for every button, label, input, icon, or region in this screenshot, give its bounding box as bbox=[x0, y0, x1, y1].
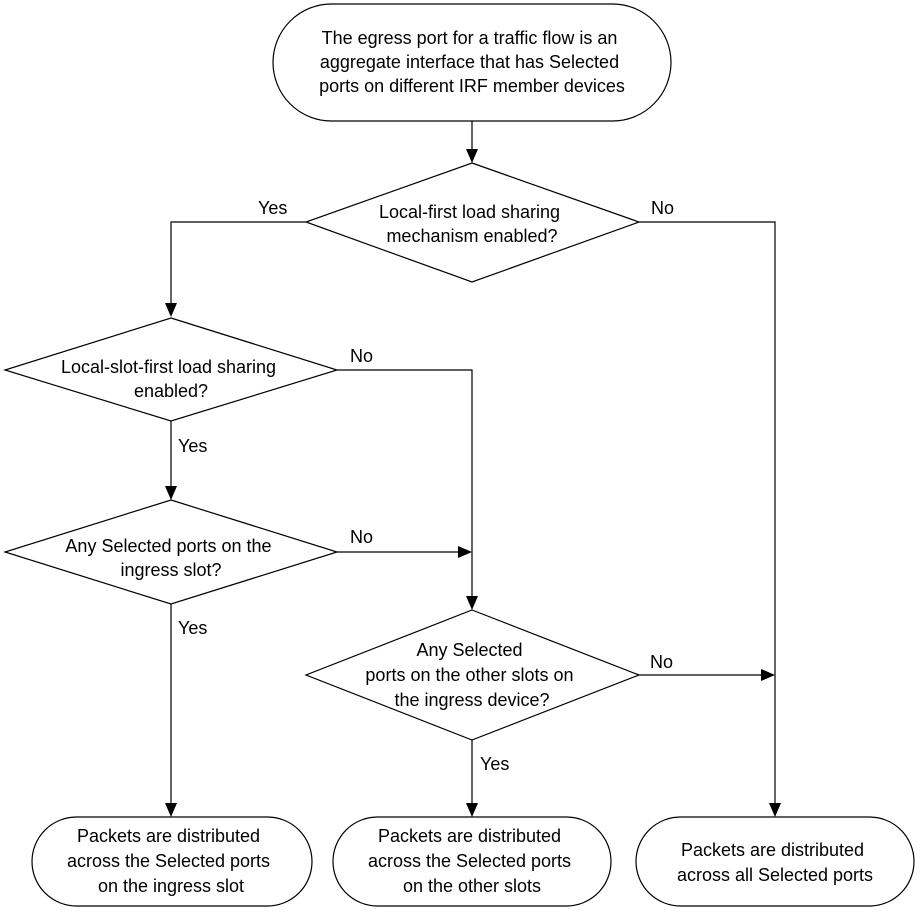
edge-local-slot-first-no bbox=[337, 369, 473, 596]
node-texts: The egress port for a traffic flow is an… bbox=[61, 28, 873, 896]
end-all-ports-line-1: Packets are distributed bbox=[681, 840, 864, 860]
label-local-slot-first-yes: Yes bbox=[178, 436, 207, 456]
end-other-slots-text: Packets are distributed across the Selec… bbox=[368, 826, 576, 896]
label-other-slots-no: No bbox=[650, 652, 673, 672]
end-ingress-slot-line-3: on the ingress slot bbox=[98, 876, 244, 896]
edge-labels: Yes No No Yes No Yes No Yes bbox=[178, 198, 674, 774]
label-ingress-slot-yes: Yes bbox=[178, 618, 207, 638]
start-text: The egress port for a traffic flow is an… bbox=[319, 28, 625, 96]
label-other-slots-yes: Yes bbox=[480, 754, 509, 774]
end-other-slots-line-3: on the other slots bbox=[403, 876, 541, 896]
arrow-into-local-slot-first bbox=[165, 303, 177, 317]
ingress-slot-text: Any Selected ports on the ingress slot? bbox=[65, 536, 276, 580]
other-slots-line-2: ports on the other slots on bbox=[365, 665, 573, 685]
edge-local-first-yes bbox=[170, 221, 306, 303]
arrow-into-other-slots bbox=[466, 596, 478, 610]
decision-other-slots-diamond bbox=[304, 609, 641, 741]
other-slots-line-1: Any Selected bbox=[416, 640, 522, 660]
arrow-into-local-first bbox=[466, 149, 478, 163]
arrow-other-slots-no bbox=[761, 669, 775, 681]
label-local-first-yes: Yes bbox=[258, 198, 287, 218]
local-first-line-1: Local-first load sharing bbox=[379, 202, 560, 222]
local-slot-first-line-2: enabled? bbox=[134, 381, 208, 401]
end-ingress-slot-line-2: across the Selected ports bbox=[67, 851, 270, 871]
other-slots-text: Any Selected ports on the other slots on… bbox=[365, 640, 578, 710]
arrow-into-end-other-slots bbox=[466, 803, 478, 817]
decision-local-slot-first-diamond bbox=[2, 317, 340, 422]
decision-ingress-slot-diamond bbox=[2, 499, 340, 605]
end-all-ports-terminator bbox=[635, 816, 915, 907]
other-slots-line-3: the ingress device? bbox=[394, 690, 549, 710]
end-all-ports-text: Packets are distributed across all Selec… bbox=[677, 840, 873, 885]
start-terminator bbox=[272, 3, 672, 122]
end-all-ports-line-2: across all Selected ports bbox=[677, 865, 873, 885]
edge-local-first-no bbox=[639, 221, 776, 803]
ingress-slot-line-2: ingress slot? bbox=[120, 560, 221, 580]
end-other-slots-line-2: across the Selected ports bbox=[368, 851, 571, 871]
end-ingress-slot-terminator bbox=[31, 816, 313, 907]
local-slot-first-text: Local-slot-first load sharing enabled? bbox=[61, 357, 281, 401]
decision-local-first-diamond bbox=[304, 162, 641, 283]
local-first-text: Local-first load sharing mechanism enabl… bbox=[379, 202, 565, 246]
arrow-into-ingress-slot bbox=[165, 486, 177, 500]
start-line-3: ports on different IRF member devices bbox=[319, 76, 625, 96]
arrow-ingress-slot-no bbox=[458, 546, 472, 558]
start-line-2: aggregate interface that has Selected bbox=[320, 52, 619, 72]
end-other-slots-line-1: Packets are distributed bbox=[378, 826, 561, 846]
end-ingress-slot-line-1: Packets are distributed bbox=[77, 826, 260, 846]
ingress-slot-line-1: Any Selected ports on the bbox=[65, 536, 271, 556]
label-local-slot-first-no: No bbox=[350, 346, 373, 366]
nodes bbox=[2, 3, 915, 907]
local-slot-first-line-1: Local-slot-first load sharing bbox=[61, 357, 276, 377]
edges bbox=[165, 121, 781, 817]
end-other-slots-terminator bbox=[332, 816, 612, 907]
label-local-first-no: No bbox=[651, 198, 674, 218]
end-ingress-slot-text: Packets are distributed across the Selec… bbox=[67, 826, 275, 896]
start-line-1: The egress port for a traffic flow is an bbox=[322, 28, 618, 48]
label-ingress-slot-no: No bbox=[350, 527, 373, 547]
arrow-into-end-all-ports bbox=[769, 803, 781, 817]
arrow-into-end-ingress-slot bbox=[165, 803, 177, 817]
local-first-line-2: mechanism enabled? bbox=[386, 226, 557, 246]
